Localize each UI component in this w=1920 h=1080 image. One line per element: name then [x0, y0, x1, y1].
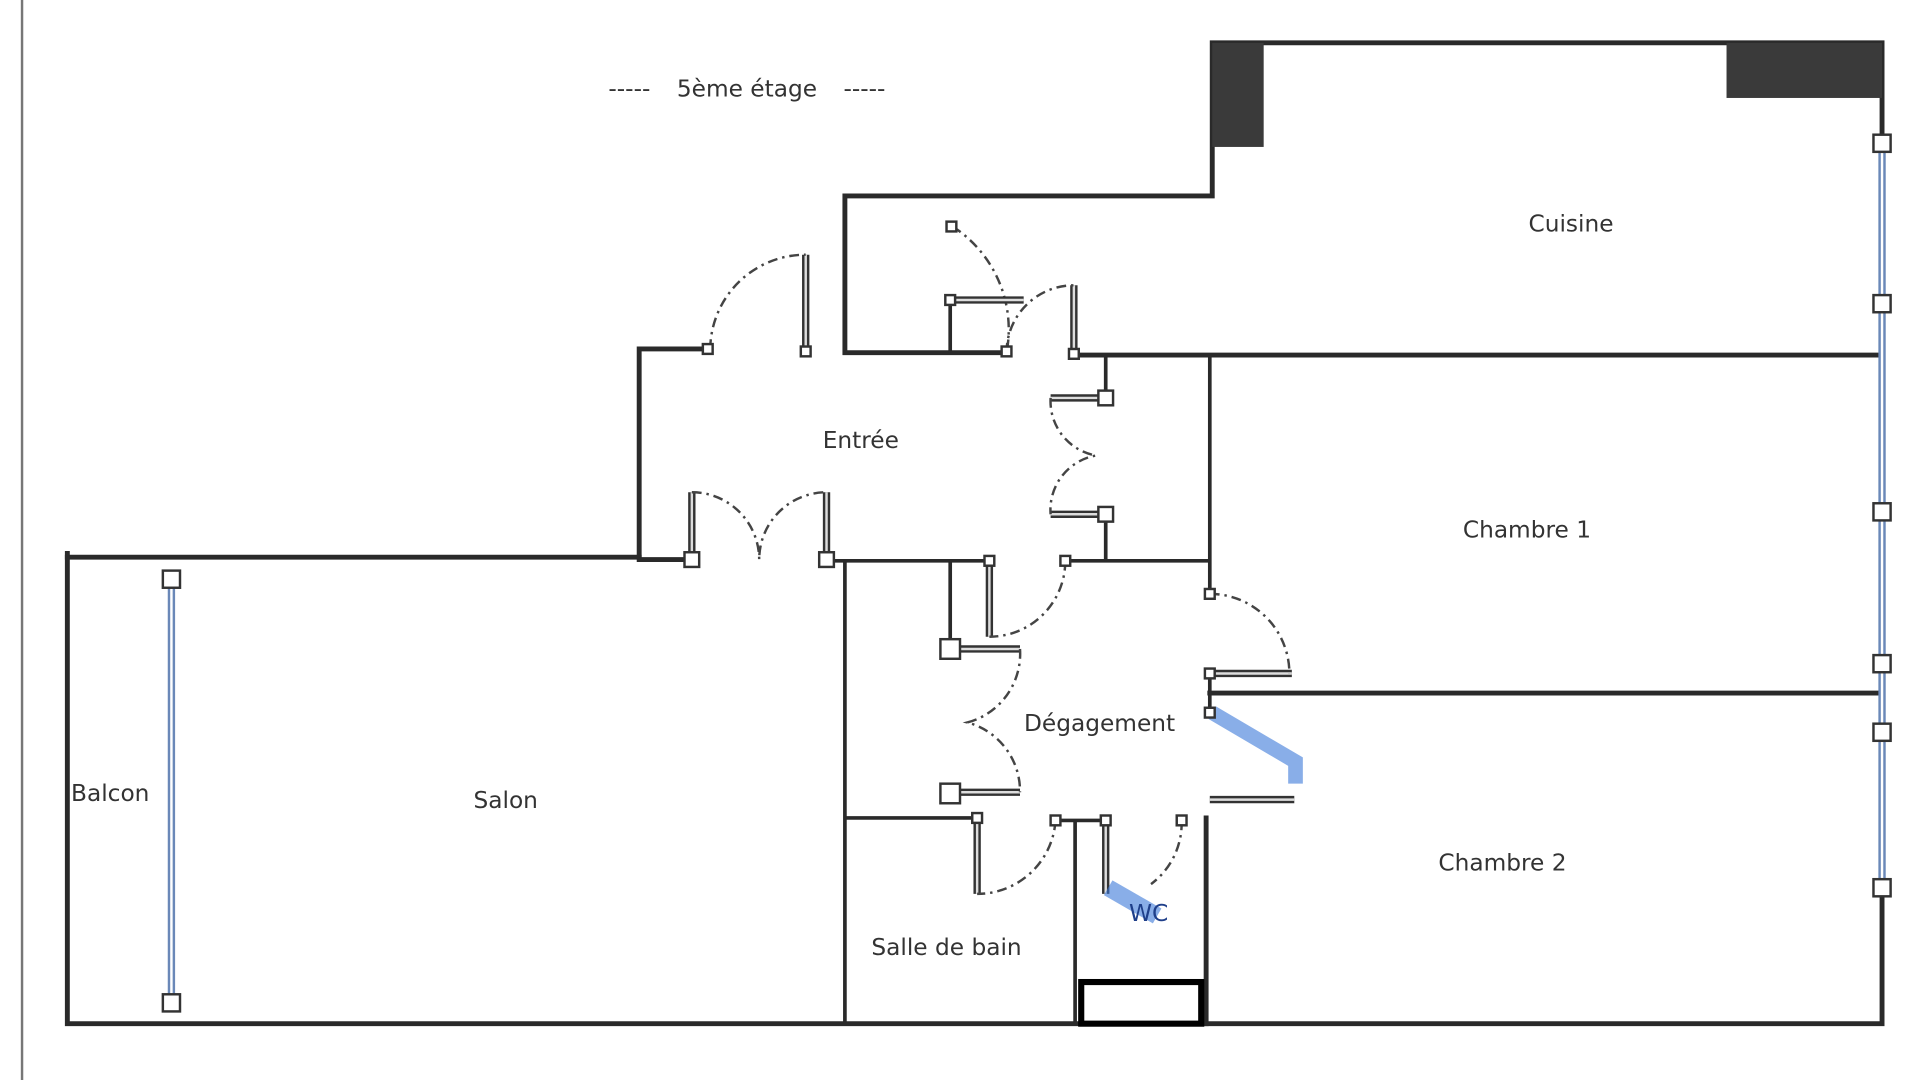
room-label-wc: WC	[1129, 900, 1168, 927]
room-label-cuisine: Cuisine	[1528, 210, 1613, 237]
walls	[64, 40, 1885, 1027]
room-labels: Cuisine Entrée Chambre 1 Dégagement Balc…	[71, 210, 1614, 961]
doors	[683, 220, 1303, 924]
room-label-balcon: Balcon	[71, 780, 149, 807]
svg-text:-----: -----	[608, 76, 650, 103]
room-label-entree: Entrée	[823, 427, 899, 454]
wc-fixture	[1078, 978, 1205, 1027]
room-label-salon: Salon	[473, 787, 537, 814]
cupboard	[1212, 42, 1264, 147]
cupboard	[1726, 42, 1883, 98]
room-label-degagement: Dégagement	[1024, 710, 1175, 737]
floor-title: 5ème étage	[677, 76, 817, 103]
room-label-salle-de-bain: Salle de bain	[871, 934, 1021, 961]
room-label-chambre-1: Chambre 1	[1463, 517, 1591, 544]
title: ----- 5ème étage -----	[608, 76, 885, 103]
room-label-chambre-2: Chambre 2	[1438, 850, 1566, 877]
windows	[161, 133, 1892, 1013]
svg-text:-----: -----	[844, 76, 886, 103]
